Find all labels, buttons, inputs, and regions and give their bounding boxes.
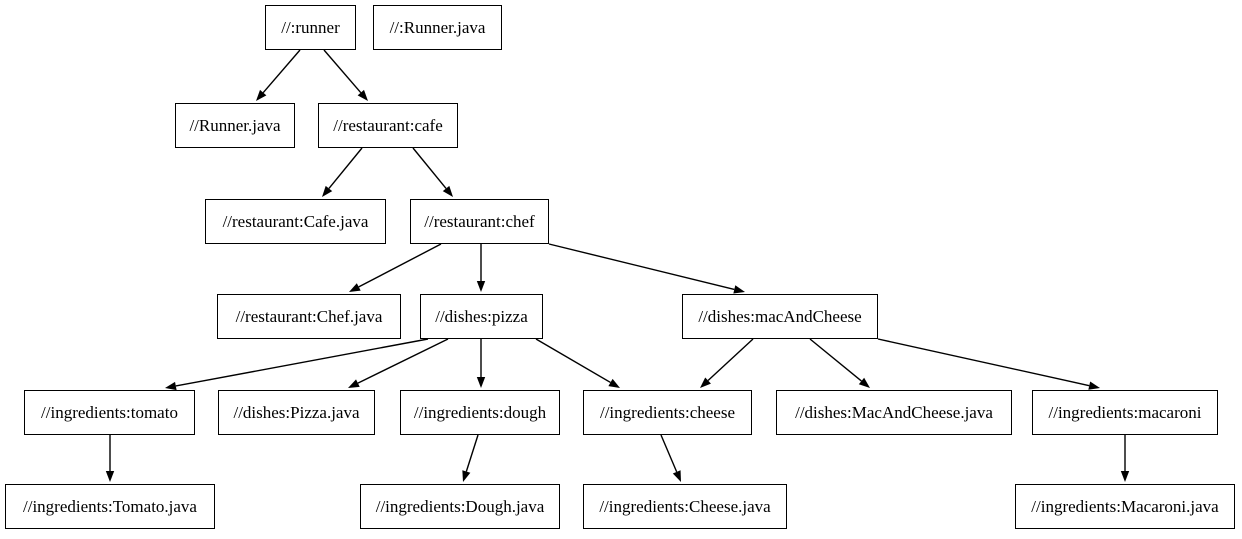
graph-edge-dishes_pizza-to-dishes_pizza_java [348,338,449,388]
graph-edge-runner-to-runner_java [256,49,301,101]
graph-node-ing_macaroni[interactable]: //ingredients:macaroni [1032,390,1218,435]
graph-edge-dishes_pizza-to-ing_cheese [535,338,620,388]
graph-node-restaurant_chef[interactable]: //restaurant:chef [410,199,549,244]
graph-node-ing_cheese[interactable]: //ingredients:cheese [583,390,752,435]
graph-edge-restaurant_chef-to-dishes_pizza [476,244,486,292]
graph-node-label: //:runner [281,18,340,37]
graph-edge-runner-to-restaurant_cafe [323,49,368,101]
graph-node-label: //ingredients:Macaroni.java [1031,497,1219,516]
graph-node-label: //restaurant:chef [424,212,535,231]
graph-node-ing_tomato[interactable]: //ingredients:tomato [24,390,195,435]
graph-edge-dishes_pizza-to-ing_dough [476,339,486,388]
graph-node-runner_java_root[interactable]: //:Runner.java [373,5,502,50]
graph-node-label: //restaurant:cafe [333,116,443,135]
graph-node-dishes_pizza_java[interactable]: //dishes:Pizza.java [218,390,375,435]
graph-node-label: //dishes:macAndCheese [698,307,862,326]
graph-node-label: //restaurant:Chef.java [235,307,383,326]
graph-edge-ing_tomato-to-ing_tomato_java [105,435,115,482]
graph-node-ing_dough_java[interactable]: //ingredients:Dough.java [360,484,560,529]
graph-node-label: //:Runner.java [389,18,486,37]
graph-node-label: //ingredients:Tomato.java [23,497,197,516]
graph-node-restaurant_cafe_java[interactable]: //restaurant:Cafe.java [205,199,386,244]
graph-node-label: //ingredients:tomato [41,403,178,422]
graph-node-label: //dishes:Pizza.java [233,403,360,422]
graph-node-ing_dough[interactable]: //ingredients:dough [400,390,560,435]
graph-node-runner[interactable]: //:runner [265,5,356,50]
graph-node-ing_cheese_java[interactable]: //ingredients:Cheese.java [583,484,787,529]
graph-node-label: //ingredients:Dough.java [375,497,545,516]
graph-node-label: //dishes:pizza [435,307,528,326]
graph-node-ing_tomato_java[interactable]: //ingredients:Tomato.java [5,484,215,529]
graph-edge-dishes_macandcheese-to-ing_cheese [700,338,754,388]
graph-node-label: //ingredients:macaroni [1048,403,1202,422]
graph-edge-restaurant_chef-to-dishes_macandcheese [548,243,745,294]
graph-node-dishes_macandcheese[interactable]: //dishes:macAndCheese [682,294,878,339]
graph-edge-ing_macaroni-to-ing_macaroni_java [1120,435,1130,482]
graph-node-restaurant_cafe[interactable]: //restaurant:cafe [318,103,458,148]
graph-node-label: //Runner.java [189,116,281,135]
graph-edge-ing_cheese-to-ing_cheese_java [660,434,681,482]
graph-edge-ing_dough-to-ing_dough_java [462,434,479,482]
graph-node-runner_java[interactable]: //Runner.java [175,103,295,148]
graph-node-label: //restaurant:Cafe.java [222,212,369,231]
graph-node-ing_macaroni_java[interactable]: //ingredients:Macaroni.java [1015,484,1235,529]
graph-node-dishes_macandcheese_java[interactable]: //dishes:MacAndCheese.java [776,390,1012,435]
graph-node-restaurant_chef_java[interactable]: //restaurant:Chef.java [217,294,401,339]
graph-edge-restaurant_cafe-to-restaurant_cafe_java [322,147,363,197]
graph-node-label: //ingredients:cheese [599,403,735,422]
graph-node-label: //ingredients:Cheese.java [599,497,771,516]
graph-edge-dishes_macandcheese-to-ing_macaroni [877,338,1100,390]
graph-edge-restaurant_cafe-to-restaurant_chef [412,147,453,197]
graph-node-dishes_pizza[interactable]: //dishes:pizza [420,294,543,339]
graph-edge-dishes_pizza-to-ing_tomato [165,338,429,391]
graph-node-label: //dishes:MacAndCheese.java [795,403,993,422]
graph-node-label: //ingredients:dough [413,403,547,422]
graph-edge-restaurant_chef-to-restaurant_chef_java [349,243,442,292]
graph-edge-dishes_macandcheese-to-dishes_macandcheese_java [809,338,870,388]
